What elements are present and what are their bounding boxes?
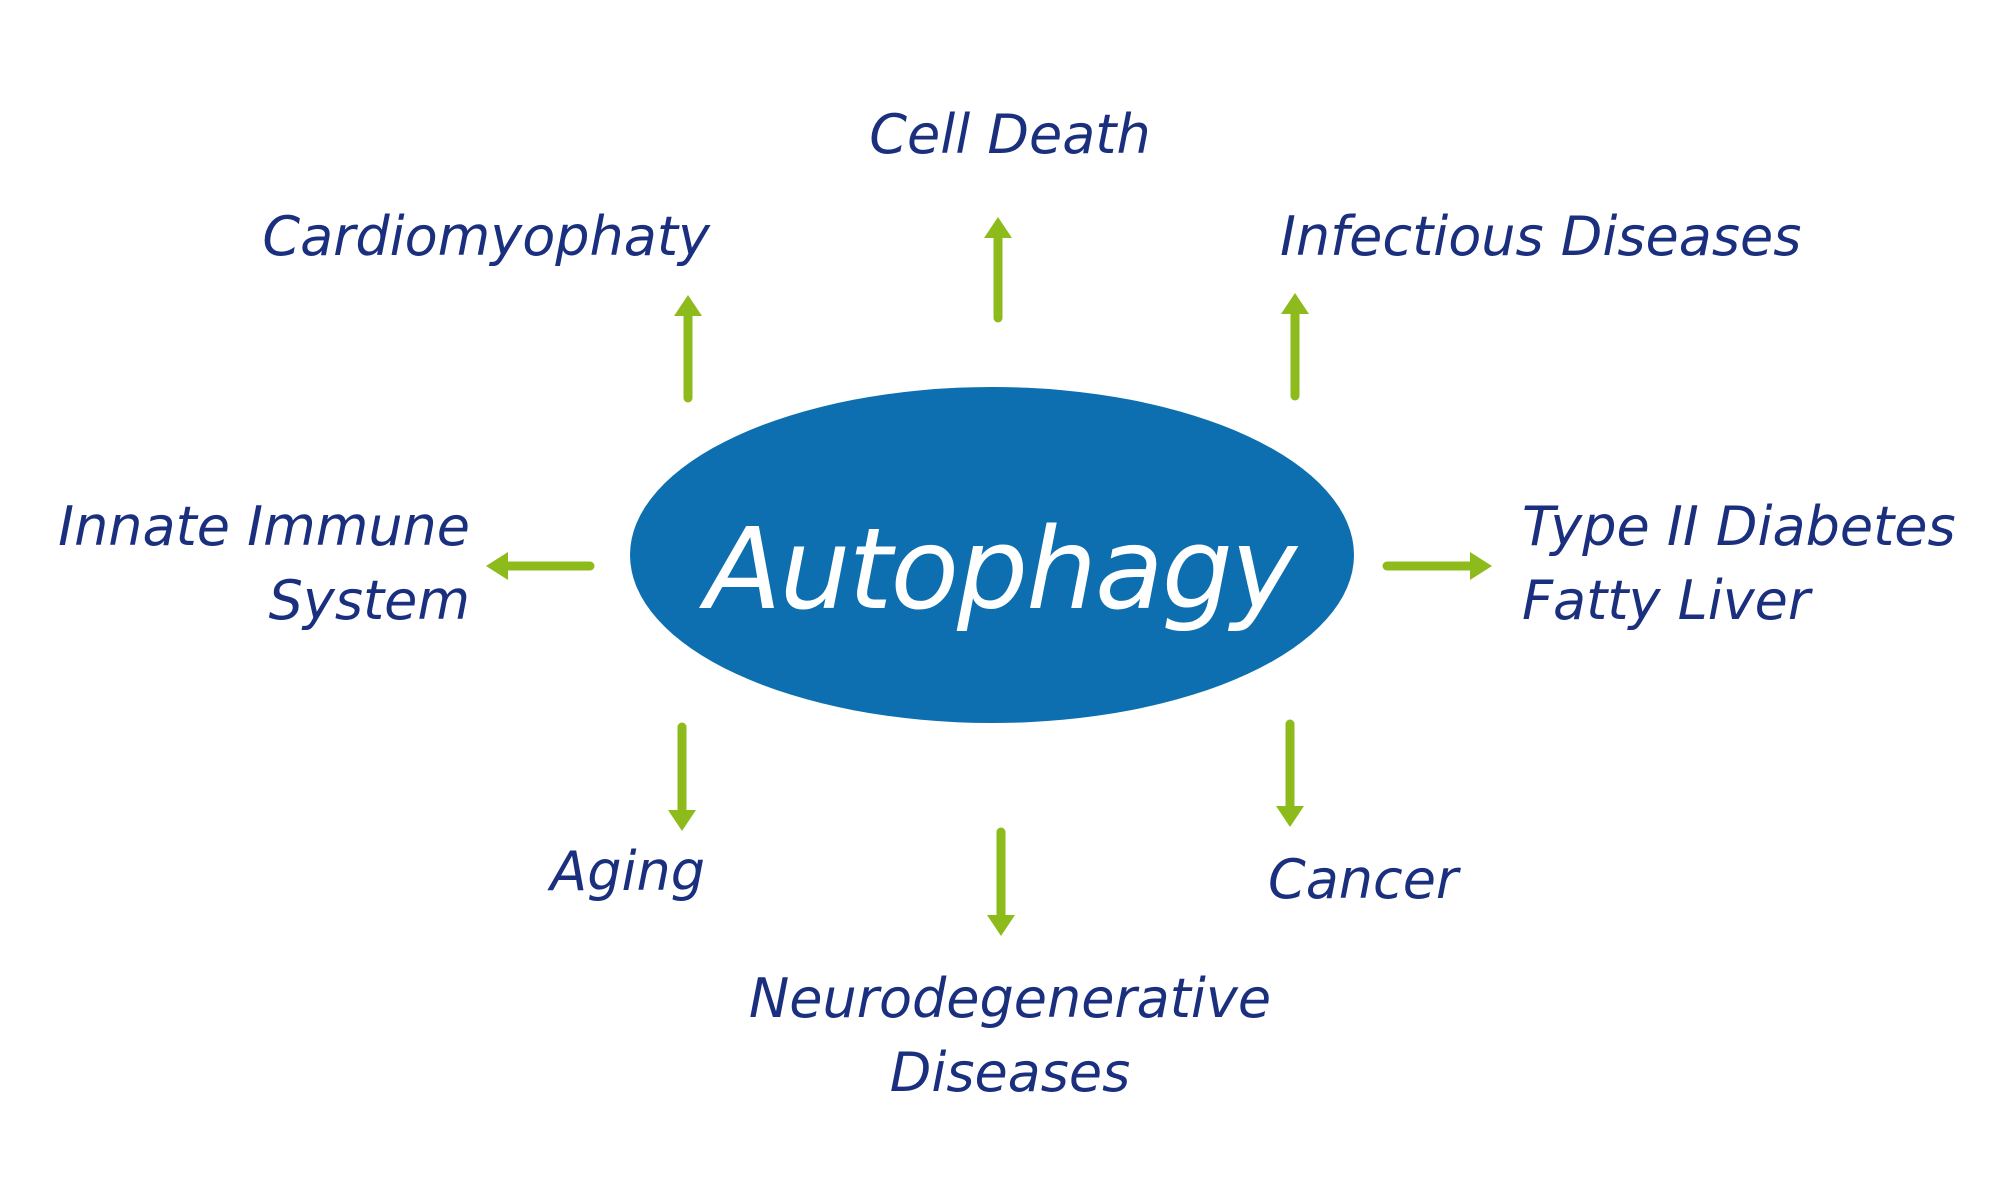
arrow-to-cardiomyopathy [674, 295, 702, 403]
label-line: Cell Death [869, 103, 1151, 166]
label-line: Diseases [889, 1041, 1131, 1104]
arrow-to-type2-diabetes [1382, 552, 1492, 580]
label-line: Infectious Diseases [1280, 205, 1802, 268]
label-cancer: Cancer [1268, 843, 1478, 917]
center-label: Autophagy [630, 485, 1370, 655]
label-line: Fatty Liver [1522, 569, 1811, 632]
label-line: Type II Diabetes [1522, 495, 1956, 558]
label-innate-immune-system: Innate Immune System [20, 490, 470, 638]
arrows-group [486, 217, 1492, 936]
label-line: Aging [550, 840, 705, 903]
label-line: Cancer [1268, 848, 1459, 911]
label-cardiomyopathy: Cardiomyophaty [230, 200, 710, 274]
label-line: Innate Immune [58, 495, 470, 558]
arrow-to-innate-immune-system [486, 552, 595, 580]
label-type2-diabetes: Type II Diabetes Fatty Liver [1522, 490, 1992, 638]
label-line: System [268, 569, 470, 632]
label-cell-death: Cell Death [850, 98, 1170, 172]
arrow-to-infectious-diseases [1281, 293, 1309, 401]
label-neurodegenerative: Neurodegenerative Diseases [720, 962, 1300, 1110]
label-aging: Aging [520, 835, 705, 909]
arrow-to-aging [668, 722, 696, 831]
arrow-to-cancer [1276, 719, 1304, 827]
autophagy-ellipse [630, 387, 1354, 723]
label-line: Neurodegenerative [748, 967, 1272, 1030]
autophagy-label: Autophagy [704, 505, 1297, 635]
arrow-to-neurodegenerative [987, 827, 1015, 936]
arrow-to-cell-death [984, 217, 1012, 323]
label-line: Cardiomyophaty [262, 205, 710, 268]
label-infectious-diseases: Infectious Diseases [1280, 200, 1840, 274]
